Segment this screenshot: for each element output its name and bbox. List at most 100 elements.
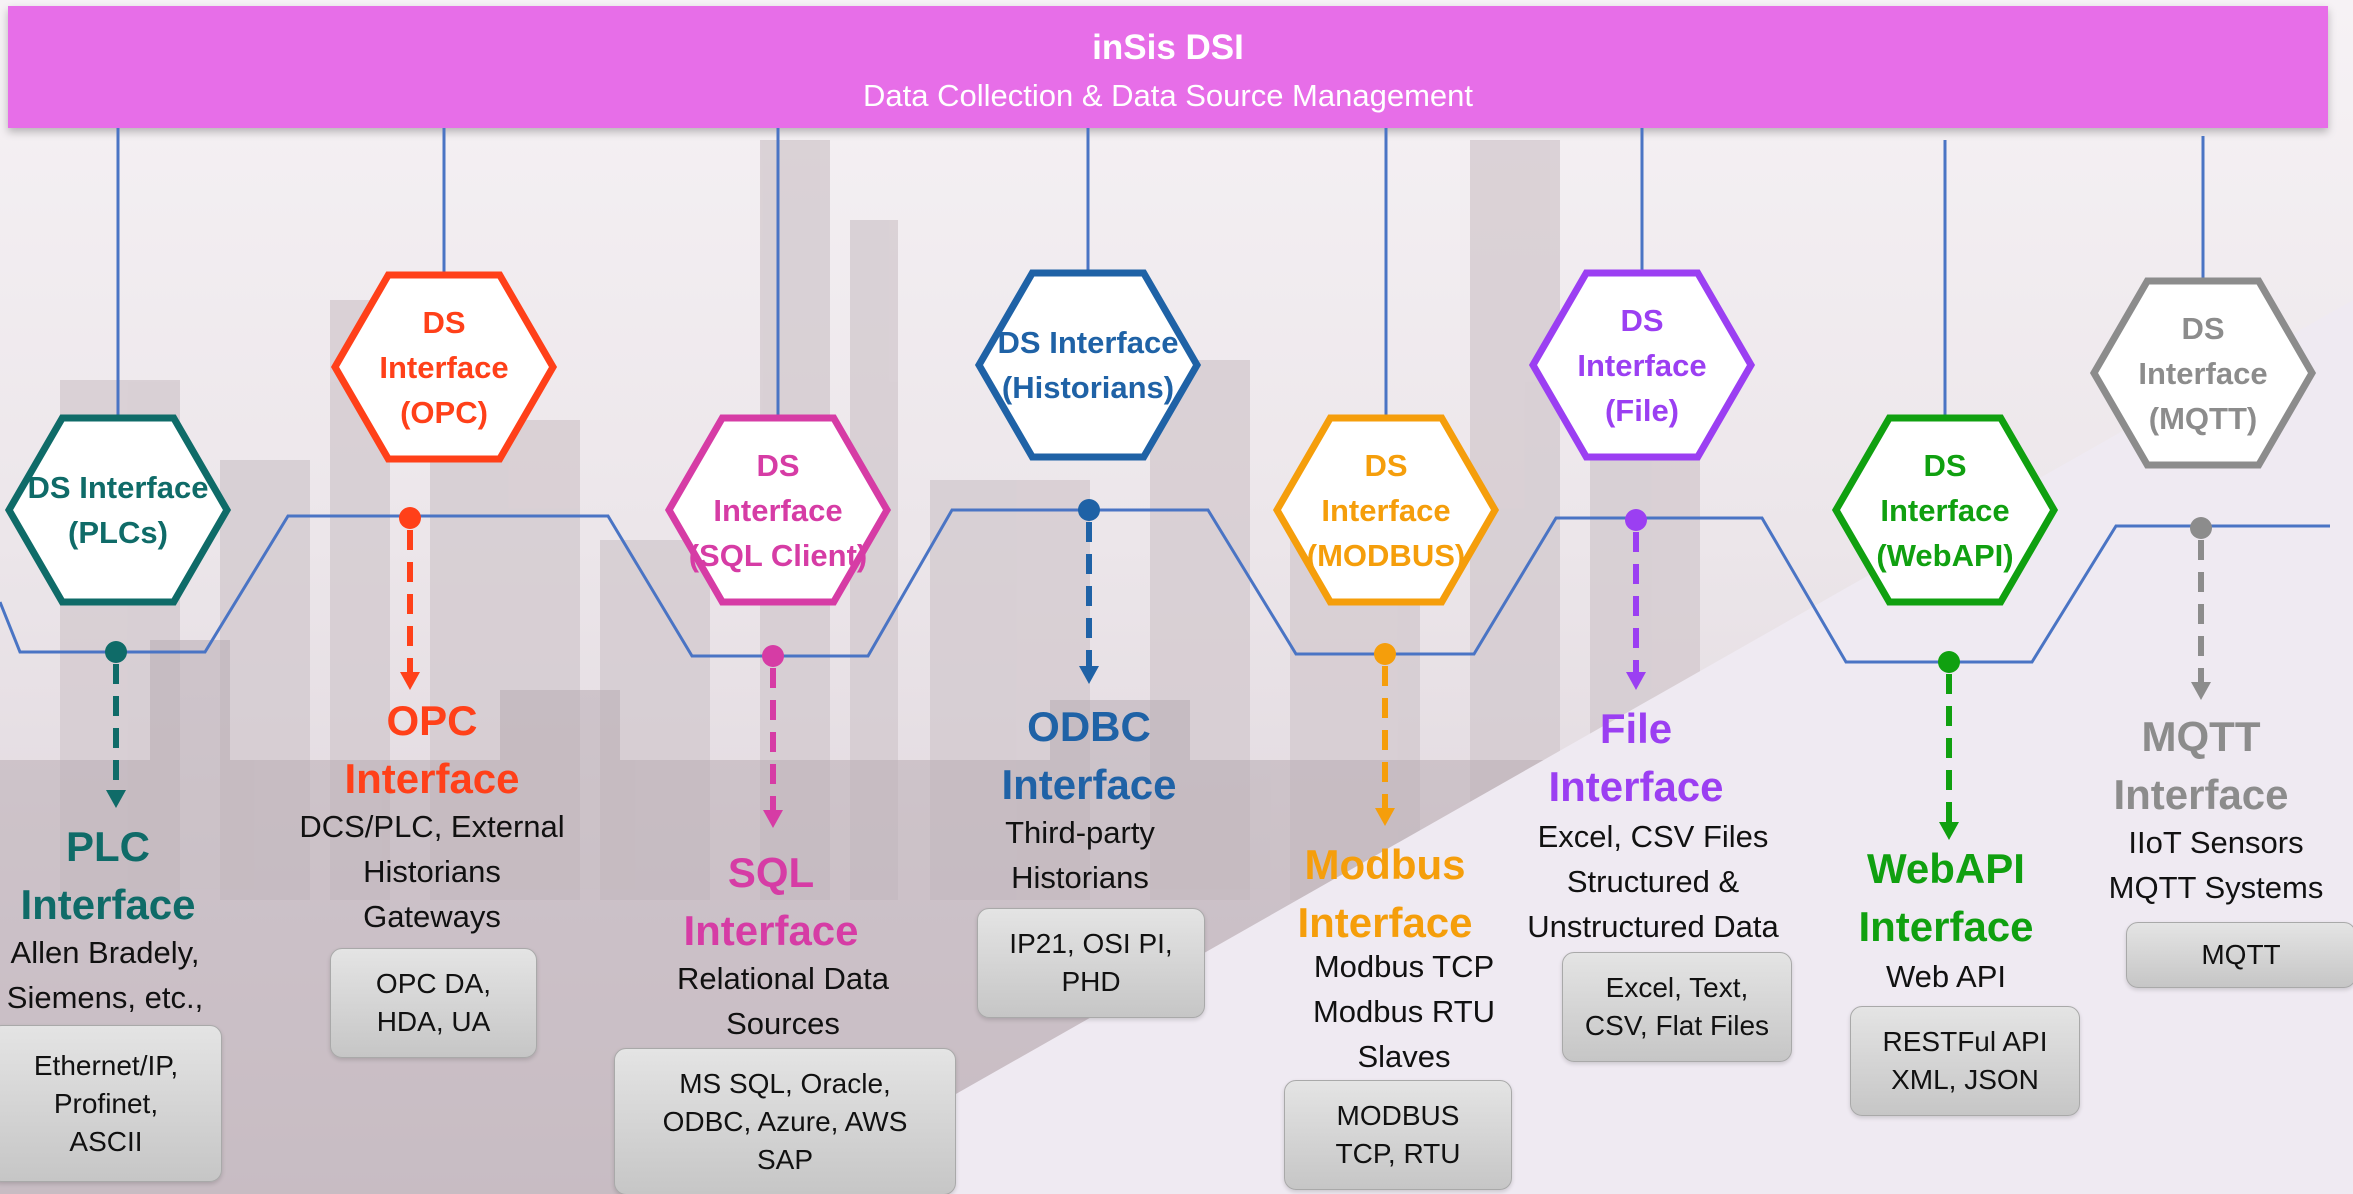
interface-title-line: Interface <box>683 907 859 954</box>
header-banner: inSis DSI Data Collection & Data Source … <box>8 6 2328 128</box>
hexagon-shape <box>330 271 558 463</box>
hexagon-label: DS Interface (Historians) <box>973 267 1203 463</box>
protocol-box-opc: OPC DA,HDA, UA <box>330 948 537 1058</box>
protocol-line: Ethernet/IP, <box>33 1049 179 1081</box>
connector-dot-historians <box>1078 499 1100 521</box>
arrow-head-plc <box>106 790 126 808</box>
protocol-line: MS SQL, Oracle, <box>679 1067 891 1099</box>
hexagon-shape <box>1528 269 1756 461</box>
protocol-line: ODBC, Azure, AWS <box>662 1105 908 1137</box>
hexagon-label-line: DS Interface <box>27 470 209 505</box>
hexagon-label-line: DS <box>1923 447 1967 483</box>
protocol-line: RESTFul API <box>1882 1026 2048 1057</box>
description-line: Excel, CSV Files <box>1537 819 1769 854</box>
protocol-line: Excel, Text, <box>1605 972 1749 1003</box>
interface-title-line: Interface <box>2113 771 2289 818</box>
description-line: IIoT Sensors <box>2128 825 2304 860</box>
interface-title-line: PLC <box>66 823 150 870</box>
hexagon-label-line: Interface <box>1880 492 2010 528</box>
protocol-line: XML, JSON <box>1891 1064 2039 1095</box>
hexagon-label-line: (MODBUS) <box>1306 537 1466 573</box>
description-line: Modbus RTU <box>1312 994 1496 1029</box>
protocol-line: ASCII <box>69 1125 143 1157</box>
header-title: inSis DSI <box>1092 28 1244 67</box>
hexagon-opc[interactable]: DS Interface (OPC) <box>329 269 559 465</box>
interface-title-line: OPC <box>386 697 478 744</box>
hexagon-shape <box>1831 414 2059 606</box>
hexagon-label-line: Interface <box>1321 492 1451 528</box>
interface-title-line: File <box>1599 705 1673 752</box>
connector-dot-plc <box>105 641 127 663</box>
hexagon-label-line: Interface <box>379 349 509 385</box>
interface-title-line: Interface <box>1001 761 1177 808</box>
arrow-head-modbus <box>1375 808 1395 826</box>
hexagon-label: DS Interface (PLCs) <box>3 412 233 608</box>
interface-title-sql: SQL Interface <box>611 844 931 960</box>
interface-title-mqtt: MQTT Interface <box>2041 708 2353 824</box>
interface-title-line: Modbus <box>1304 841 1466 888</box>
hexagon-label-line: DS <box>422 304 466 340</box>
hexagon-label-line: DS Interface <box>997 325 1179 360</box>
interface-title-line: Interface <box>1548 763 1724 810</box>
interface-description-webapi: Web API <box>1786 954 2106 999</box>
connector-dot-mqtt <box>2190 517 2212 539</box>
description-line: Relational Data <box>677 961 889 996</box>
hexagon-shape <box>974 269 1202 461</box>
arrow-head-sql <box>763 810 783 828</box>
hexagon-plc[interactable]: DS Interface (PLCs) <box>3 412 233 608</box>
arrow-head-historians <box>1079 666 1099 684</box>
hexagon-label: DS Interface (OPC) <box>329 269 559 465</box>
hexagon-label-line: (File) <box>1604 392 1680 428</box>
protocol-box-plc: Ethernet/IP, Profinet, ASCII <box>0 1025 222 1182</box>
protocol-line: Profinet, <box>53 1087 159 1119</box>
description-line: Sources <box>726 1006 840 1041</box>
hexagon-historians[interactable]: DS Interface (Historians) <box>973 267 1203 463</box>
hexagon-label-line: (Historians) <box>1001 370 1175 405</box>
protocol-line: PHD <box>1061 966 1121 997</box>
description-line: Structured & <box>1566 864 1740 899</box>
description-line: DCS/PLC, External <box>299 809 565 844</box>
interface-title-line: SQL <box>727 849 815 896</box>
interface-title-plc: PLC Interface <box>0 818 258 934</box>
hexagon-label-line: Interface <box>713 492 843 528</box>
interface-description-plc: Allen Bradely,Siemens, etc., <box>0 930 255 1020</box>
hexagon-label-line: (OPC) <box>400 394 488 430</box>
interface-title-line: Interface <box>20 881 196 928</box>
description-line: Slaves <box>1357 1039 1451 1074</box>
hexagon-label-line: (PLCs) <box>68 515 168 550</box>
arrow-head-opc <box>400 672 420 690</box>
connector-dot-sql <box>762 645 784 667</box>
hexagon-label-line: (MQTT) <box>2148 400 2258 436</box>
description-line: Historians <box>1011 860 1149 895</box>
protocol-line: CSV, Flat Files <box>1584 1010 1770 1041</box>
description-line: Third-party <box>1005 815 1155 850</box>
description-line: Siemens, etc., <box>6 980 204 1015</box>
interface-title-line: MQTT <box>2141 713 2261 760</box>
protocol-box-file: Excel, Text, CSV, Flat Files <box>1562 952 1792 1062</box>
interface-title-line: Interface <box>1858 903 2034 950</box>
hexagon-shape <box>2089 277 2317 469</box>
hexagon-label-line: (SQL Client) <box>688 537 868 573</box>
interface-title-line: Interface <box>1297 899 1473 946</box>
protocol-line: HDA, UA <box>376 1006 491 1037</box>
protocol-line: MQTT <box>2201 939 2281 970</box>
